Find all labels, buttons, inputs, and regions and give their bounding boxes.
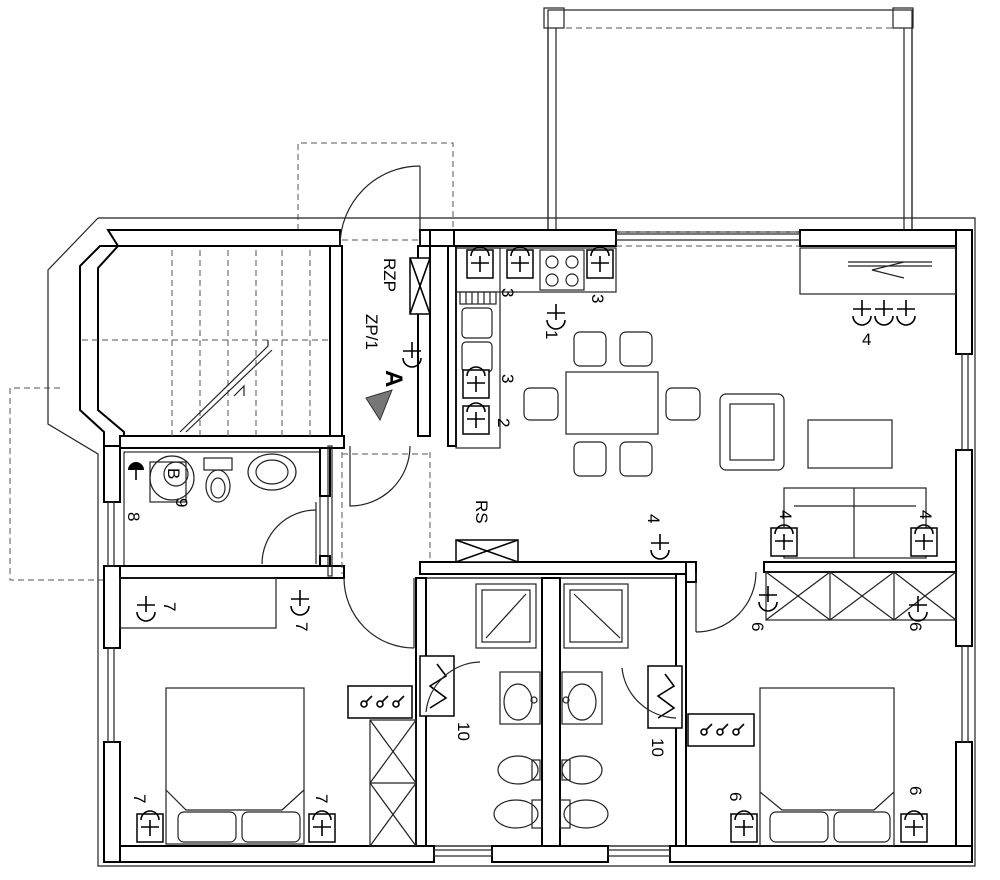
room-left-number-7c: 7: [130, 794, 149, 803]
balcony: [543, 7, 914, 233]
kitchen-number-3b: 3: [588, 294, 607, 303]
outlet-icon: [896, 299, 916, 326]
outlet-icon: [852, 299, 872, 326]
room-right-number-6b: 6: [906, 622, 925, 631]
outlet-icon: [467, 247, 493, 278]
outlet-icon: [546, 303, 566, 330]
bedroom-right: [687, 571, 957, 847]
bedroom-left: [119, 577, 417, 847]
boiler-b-label: B: [164, 468, 183, 479]
panel-a-label: A: [380, 370, 407, 387]
outlet-icon: [587, 247, 613, 278]
outlet-icon: [309, 811, 335, 842]
outlet-icon: [136, 595, 156, 622]
room-left-number-7b: 7: [292, 622, 311, 631]
outlet-icon: [731, 811, 757, 842]
dining-table: [523, 331, 701, 477]
exterior-walls: [79, 229, 973, 863]
staircase: [82, 250, 330, 436]
hall-door: [341, 445, 431, 574]
room-left-number-7a: 7: [160, 602, 179, 611]
sofa-number-4r: 4: [916, 510, 935, 519]
rzp-label: RZP: [380, 258, 399, 292]
outlet-icon: [507, 247, 533, 278]
entrance-door: [339, 165, 421, 247]
room-right-number-6a: 6: [748, 622, 767, 631]
outlet-icon: [901, 811, 927, 842]
rzp-panel: [409, 257, 431, 315]
room-right-number-6d: 6: [906, 786, 925, 795]
outlet-icon: [758, 585, 778, 612]
outlet-icon: [290, 589, 310, 616]
living-number-4b: 4: [644, 514, 663, 523]
sofa-number-4l: 4: [776, 510, 795, 519]
interior-walls: [119, 229, 957, 847]
kitchen-number-3c: 3: [498, 374, 517, 383]
outlet-icon: [911, 525, 937, 556]
entrance-canopy: [297, 142, 454, 230]
room-left-number-7d: 7: [312, 794, 331, 803]
kitchen-number-1: 1: [542, 330, 561, 339]
bath-number-10a: 10: [454, 722, 473, 741]
outlet-icon: [137, 811, 163, 842]
living-number-4a: 4: [862, 330, 871, 349]
outlet-icon: [908, 595, 928, 622]
kitchen: [455, 247, 617, 449]
zp1-label: ZP/1: [362, 314, 381, 350]
left-overhang: [9, 387, 104, 581]
wc-room: B: [123, 451, 321, 567]
wc-number-9: 9: [172, 498, 191, 507]
bath-number-10b: 10: [648, 738, 667, 757]
outlet-icon: [771, 525, 797, 556]
outlet-icon: [463, 367, 489, 398]
outlet-icon: [463, 403, 489, 434]
bathroom-right: [559, 577, 683, 847]
kitchen-number-3a: 3: [498, 288, 517, 297]
wc-number-8: 8: [124, 512, 143, 521]
outlet-icon: [650, 533, 670, 560]
room-right-number-6c: 6: [726, 792, 745, 801]
kitchen-number-2: 2: [494, 418, 513, 427]
bathroom-left: [419, 577, 543, 847]
panel-triangle-icon: [365, 389, 393, 422]
rs-label: RS: [472, 500, 491, 524]
living-room: [455, 247, 957, 563]
outlet-icon: [874, 299, 894, 326]
